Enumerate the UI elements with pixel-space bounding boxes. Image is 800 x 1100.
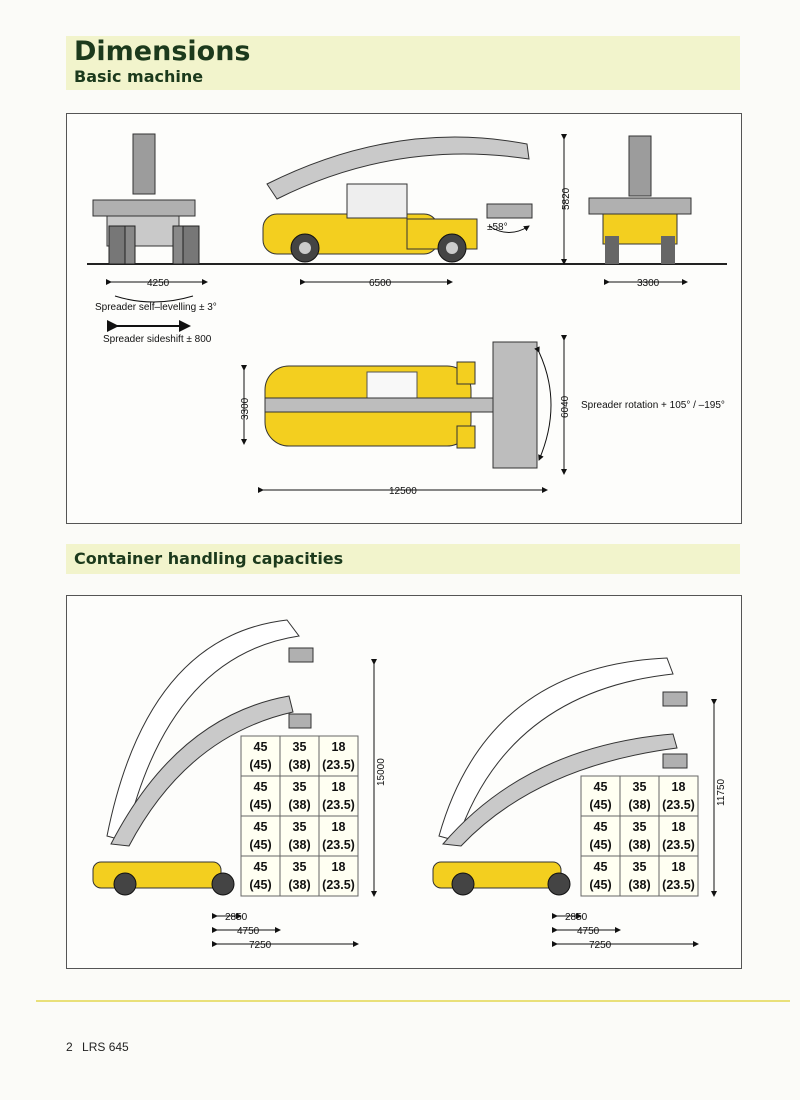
spreader-width-label: 6040: [560, 395, 571, 418]
wheelbase-label: 6500: [369, 278, 392, 289]
right-stack-cell: [619, 855, 660, 897]
self-levelling-label: Spreader self–levelling ± 3°: [95, 302, 217, 313]
right-capacity-value: 35: [633, 820, 647, 834]
right-capacity-value: 45: [594, 820, 608, 834]
capacities-panel: 45 (45) 35 (38) 18 (23.5) 45 (45) 35 (38) 18 (23.5)…: [66, 595, 742, 969]
right-capacity-value-paren: (38): [628, 838, 650, 852]
left-capacity-value-paren: (23.5): [322, 758, 355, 772]
rotation-label: Spreader rotation + 105° / –195°: [581, 400, 725, 411]
page-footer: 2 LRS 645: [66, 1040, 129, 1054]
capacities-band: Container handling capacities: [66, 544, 740, 574]
left-stacker-machine: [92, 619, 314, 896]
right-stack-cell: [658, 775, 699, 817]
right-capacity-value-paren: (45): [589, 878, 611, 892]
right-stack-cell: [580, 775, 621, 817]
left-stack-cell: [279, 775, 320, 817]
right-capacity-value: 18: [672, 860, 686, 874]
left-capacity-value: 45: [254, 860, 268, 874]
left-capacity-value-paren: (38): [288, 798, 310, 812]
model-name: LRS 645: [82, 1040, 129, 1054]
right-capacity-value: 18: [672, 780, 686, 794]
left-capacity-value: 35: [293, 740, 307, 754]
left-capacity-value: 45: [254, 780, 268, 794]
right-radius-label: 2850: [565, 912, 588, 923]
left-capacity-value: 45: [254, 740, 268, 754]
left-stack-cell: [318, 775, 359, 817]
right-capacity-value-paren: (38): [628, 798, 650, 812]
left-capacity-value-paren: (23.5): [322, 878, 355, 892]
right-stacker-machine: [432, 657, 688, 896]
left-capacity-value: 35: [293, 860, 307, 874]
left-stack-cell: [279, 735, 320, 777]
dimensions-drawing: 5820 ±58° 4250 6500 3300 Spreader self–l…: [87, 133, 727, 497]
capacities-drawing: 45 (45) 35 (38) 18 (23.5) 45 (45) 35 (38) 18 (23.5)…: [92, 619, 727, 951]
left-stack-cell: [240, 815, 281, 857]
top-view-machine: [264, 341, 552, 469]
top-width-label: 3300: [240, 397, 251, 420]
front-view-machine: [92, 133, 200, 265]
right-capacity-value: 35: [633, 780, 647, 794]
left-capacity-value: 18: [332, 820, 346, 834]
dimensions-panel: 5820 ±58° 4250 6500 3300 Spreader self–l…: [66, 113, 742, 524]
left-capacity-value: 35: [293, 820, 307, 834]
front-width-label: 4250: [147, 278, 170, 289]
right-capacity-value-paren: (23.5): [662, 878, 695, 892]
capacities-title: Container handling capacities: [74, 549, 344, 568]
right-radius-label: 4750: [577, 926, 600, 937]
left-stack-cell: [279, 815, 320, 857]
right-stack-cell: [658, 855, 699, 897]
left-capacity-value: 45: [254, 820, 268, 834]
left-capacity-value-paren: (38): [288, 838, 310, 852]
left-capacity-value-paren: (45): [249, 838, 271, 852]
right-height-label: 11750: [716, 778, 727, 806]
left-capacity-value: 18: [332, 780, 346, 794]
height-label: 5820: [561, 187, 572, 210]
page-title: Dimensions: [74, 36, 251, 67]
right-radius-label: 7250: [589, 940, 612, 951]
left-capacity-value-paren: (45): [249, 758, 271, 772]
left-capacity-value: 18: [332, 860, 346, 874]
left-capacity-value-paren: (38): [288, 878, 310, 892]
left-capacity-value-paren: (23.5): [322, 798, 355, 812]
right-capacity-value-paren: (45): [589, 798, 611, 812]
rear-width-label: 3300: [637, 278, 660, 289]
header-band: Dimensions Basic machine: [66, 36, 740, 90]
left-capacity-value-paren: (38): [288, 758, 310, 772]
length-label: 12500: [389, 486, 417, 497]
right-capacity-value-paren: (38): [628, 878, 650, 892]
left-stack-cell: [318, 815, 359, 857]
left-radius-label: 7250: [249, 940, 272, 951]
page-subtitle: Basic machine: [74, 67, 204, 86]
tilt-label: ±58°: [487, 222, 508, 233]
right-capacity-value: 45: [594, 860, 608, 874]
left-radius-label: 4750: [237, 926, 260, 937]
right-capacity-value: 18: [672, 820, 686, 834]
left-capacity-value-paren: (45): [249, 798, 271, 812]
left-height-label: 15000: [376, 758, 387, 786]
left-stack-cell: [279, 855, 320, 897]
side-view-machine: [262, 136, 533, 263]
right-capacity-value-paren: (23.5): [662, 798, 695, 812]
right-capacity-value-paren: (23.5): [662, 838, 695, 852]
left-capacity-value: 35: [293, 780, 307, 794]
right-capacity-value: 45: [594, 780, 608, 794]
left-capacity-value-paren: (23.5): [322, 838, 355, 852]
left-capacity-value-paren: (45): [249, 878, 271, 892]
right-stack-cell: [580, 815, 621, 857]
left-stack-cell: [240, 735, 281, 777]
left-capacity-value: 18: [332, 740, 346, 754]
left-radius-label: 2850: [225, 912, 248, 923]
right-capacity-value: 35: [633, 860, 647, 874]
page-number: 2: [66, 1040, 73, 1054]
right-capacity-value-paren: (45): [589, 838, 611, 852]
left-stack-cell: [318, 735, 359, 777]
sideshift-label: Spreader sideshift ± 800: [103, 334, 212, 345]
left-stack-cell: [240, 855, 281, 897]
rear-view-machine: [588, 135, 692, 264]
footer-rule: [36, 1000, 790, 1002]
